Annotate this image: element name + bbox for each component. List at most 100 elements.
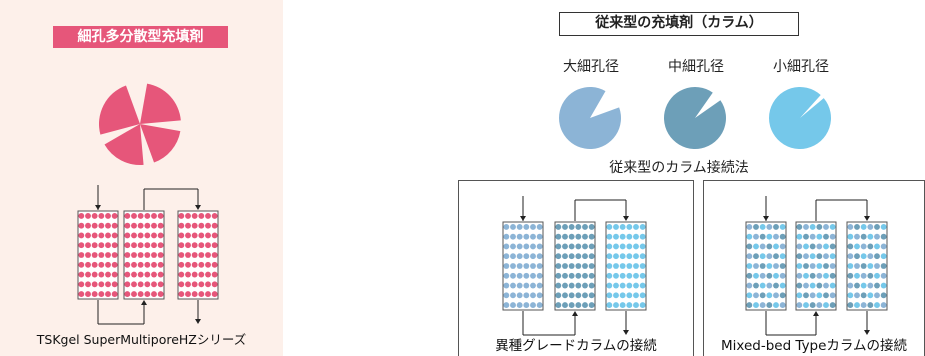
grade-column-3-bead	[613, 253, 619, 260]
mixed-column-1-bead	[773, 243, 779, 250]
grade-column-1-bead	[530, 302, 536, 309]
grade-column-2-bead	[555, 233, 562, 240]
grade-column-2-bead	[575, 253, 582, 260]
multipore-column-1-bead	[85, 232, 91, 239]
grade-column-3-bead	[639, 263, 646, 269]
grade-column-1-bead	[536, 282, 543, 289]
multipore-column-3-bead	[178, 261, 185, 268]
mixed-column-3-bead	[874, 272, 880, 279]
mixed-link1-arrow	[813, 311, 819, 316]
pore-label-large: 大細孔径	[563, 59, 619, 75]
mixed-column-1-bead	[753, 223, 759, 230]
grade-column-2-bead	[582, 243, 588, 250]
grade-column-2-bead	[582, 282, 588, 289]
multipore-column-2-bead	[131, 222, 137, 229]
grade-column-3-bead	[613, 302, 619, 309]
multipore-column-2-bead	[157, 291, 164, 298]
multipore-column-1-bead	[98, 212, 105, 219]
grade-column-2-bead	[555, 223, 562, 230]
multipore-column-1-bead	[105, 271, 111, 278]
grade-column-1-bead	[516, 282, 523, 289]
multipore-column-3-bead	[205, 291, 211, 298]
multipore-column-1-bead	[111, 222, 118, 229]
grade-column-3-bead	[613, 282, 619, 289]
multipore-column-1-bead	[98, 281, 105, 288]
grade-column-1-bead	[536, 302, 543, 309]
mixed-outlet-arrow	[864, 330, 870, 335]
mixed-column-2-bead	[796, 302, 803, 309]
mixed-column-3-bead	[847, 292, 854, 299]
mixed-column-1-bead	[759, 233, 766, 240]
multipore-column-3-bead	[185, 242, 191, 249]
multipore-column-2-bead	[131, 212, 137, 219]
grade-column-1	[502, 221, 544, 311]
grade-column-2-bead	[555, 292, 562, 299]
mixed-column-1-bead	[759, 272, 766, 279]
grade-column-3-bead	[606, 253, 613, 260]
mixed-column-3-bead	[874, 302, 880, 309]
multipore-link2-arrow	[195, 205, 201, 210]
grade-column-3-bead	[619, 243, 626, 250]
multipore-column-3-bead	[211, 212, 218, 219]
grade-column-1-bead	[503, 233, 510, 240]
multipore-column-3-bead	[198, 212, 205, 219]
grade-column-3-bead	[606, 223, 613, 230]
multipore-column-3-bead	[205, 222, 211, 229]
mixed-column-2-bead	[796, 223, 803, 230]
multipore-column-3-bead	[191, 281, 198, 288]
multipore-column-2-bead	[151, 232, 157, 239]
multipore-column-3-bead	[178, 252, 185, 258]
multipore-column-3-bead	[191, 252, 198, 258]
mixed-column-2-bead	[809, 302, 816, 309]
mixed-column-3-bead	[867, 272, 874, 279]
mixed-column-2-bead	[809, 243, 816, 250]
multipore-column-3-bead	[211, 291, 218, 298]
mixed-column-3-bead	[880, 282, 887, 289]
pore-label-medium: 中細孔径	[668, 59, 724, 75]
multipore-column-1-bead	[85, 271, 91, 278]
multipore-column-3-bead	[198, 261, 205, 268]
mixed-column-3-bead	[860, 233, 867, 240]
multipore-column-3-bead	[191, 271, 198, 278]
mixed-column-3-bead	[880, 302, 887, 309]
grade-column-1-bead	[510, 302, 516, 309]
grade-column-1-bead	[516, 272, 523, 279]
mixed-column-2-bead	[809, 263, 816, 269]
multipore-column-2-bead	[137, 232, 144, 239]
grade-column-2-bead	[582, 263, 588, 269]
grade-column-3-bead	[633, 223, 639, 230]
grade-column-3-bead	[633, 243, 639, 250]
mixed-column-2-bead	[816, 263, 823, 269]
multipore-column-1-bead	[91, 232, 98, 239]
mixed-column-2-bead	[796, 292, 803, 299]
multipore-column-3-bead	[178, 242, 185, 249]
mixed-column-2-bead	[816, 282, 823, 289]
mixed-column-2-bead	[823, 292, 829, 299]
multipore-column-1-bead	[85, 261, 91, 268]
mixed-column-2-bead	[816, 272, 823, 279]
multipore-column-1-bead	[111, 212, 118, 219]
mixed-column-1-bead	[766, 302, 773, 309]
grade-column-2-bead	[555, 263, 562, 269]
grade-column-1-bead	[510, 263, 516, 269]
grade-column-1-bead	[536, 272, 543, 279]
mixed-column-1-bead	[773, 282, 779, 289]
mixed-column-2-bead	[796, 243, 803, 250]
mixed-column-2-bead	[829, 243, 836, 250]
multipore-column-2-bead	[137, 252, 144, 258]
mixed-column-3-bead	[880, 223, 887, 230]
mixed-column-1-bead	[753, 253, 759, 260]
grade-column-1-bead	[510, 282, 516, 289]
grade-column-1-bead	[530, 223, 536, 230]
grade-column-1-bead	[530, 292, 536, 299]
multipore-column-2-bead	[124, 232, 131, 239]
pinwheel-blade-1	[140, 83, 181, 124]
mixed-column-3-bead	[860, 272, 867, 279]
grade-column-1-bead	[503, 282, 510, 289]
grade-column-3-bead	[626, 233, 633, 240]
multipore-column-2-bead	[137, 281, 144, 288]
mixed-column-3	[846, 221, 888, 311]
mixed-column-1-bead	[753, 263, 759, 269]
mixed-column-2-bead	[823, 253, 829, 260]
